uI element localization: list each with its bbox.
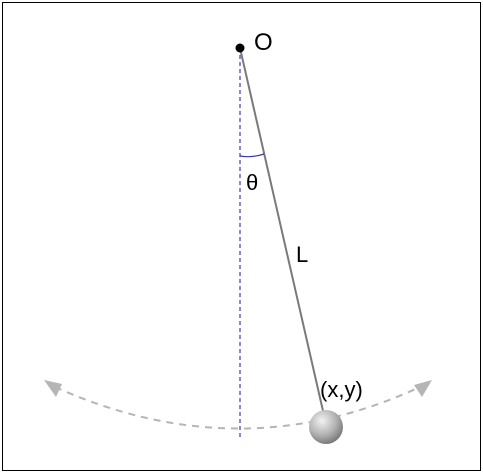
swing-arrow-left-icon	[44, 380, 62, 397]
pivot-point	[235, 43, 245, 53]
pendulum-bob	[309, 410, 343, 444]
pendulum-rod	[239, 47, 327, 425]
swing-arc	[54, 386, 421, 430]
angle-label: θ	[246, 170, 258, 195]
position-label: (x,y)	[320, 377, 363, 402]
angle-arc	[239, 153, 265, 158]
pivot-label: O	[254, 29, 273, 56]
length-label: L	[296, 242, 308, 267]
swing-arrow-right-icon	[414, 380, 432, 397]
